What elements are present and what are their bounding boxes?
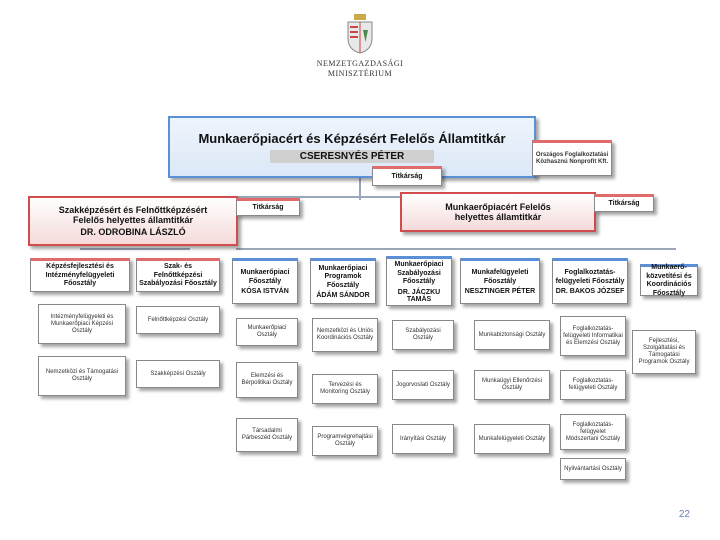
unit-label: Nemzetközi és Uniós Koordinációs Osztály [316,328,374,341]
logo-line-1: NEMZETGAZDASÁGI [316,59,404,68]
unit-box: Szakképzési Osztály [136,360,220,388]
right-secretariat-box: Titkárság [594,194,654,212]
logo-line-2: MINISZTÉRIUM [327,69,393,78]
unit-box: Szabályozási Osztály [392,320,454,350]
dept-employment-inspection: Foglalkoztatás-felügyeleti Főosztály DR.… [552,258,628,304]
dept-head-name: ÁDÁM SÁNDOR [316,292,370,300]
left-secretariat-box: Titkárság [236,198,300,216]
dept-labour-programs: Munkaerőpiaci Programok Főosztály ÁDÁM S… [310,258,376,304]
right-deputy-title-1: Munkaerőpiacért Felelős [445,202,551,212]
connector [130,196,500,198]
unit-label: Programvégrehajtási Osztály [317,434,373,447]
dept-labour-regulation: Munkaerőpiaci Szabályozási Főosztály DR.… [386,256,452,306]
unit-box: Társadalmi Párbeszéd Osztály [236,418,298,452]
unit-label: Foglalkoztatás-felügyeleti Osztály [568,378,618,391]
national-employment-org-box: Országos Foglalkoztatási Közhasznú Nonpr… [532,140,612,176]
unit-label: Intézményfelügyeleti és Munkaerőpiaci Ké… [50,313,114,334]
unit-label: Foglalkoztatás-felügyeleti Informatikai … [563,325,623,346]
connector [80,248,190,250]
page-number: 22 [678,509,690,520]
unit-box: Tervezési és Monitoring Osztály [312,374,378,404]
state-secretary-name: CSERESNYÉS PÉTER [269,150,435,163]
dept-head-name: DR. JÁCZKU TAMÁS [397,288,441,303]
connector [236,248,676,250]
left-deputy-name: DR. ODROBINA LÁSZLÓ [80,227,186,237]
unit-label: Felnőttképzési Osztály [147,316,209,323]
unit-box: Nemzetközi és Uniós Koordinációs Osztály [312,318,378,352]
coat-of-arms-icon [347,14,373,54]
unit-label: Elemzési és Bérpolitikai Osztály [241,373,293,386]
unit-label: Foglalkoztatás-felügyelet Módszertani Os… [565,421,621,442]
national-employment-org-label: Országos Foglalkoztatási Közhasznú Nonpr… [535,152,609,165]
dept-label: Képzésfejlesztési és Intézményfelügyelet… [45,263,115,288]
unit-box: Munkaerőpiaci Osztály [236,318,298,346]
unit-box: Foglalkoztatás-felügyelet Módszertani Os… [560,414,626,450]
dept-head-name: NESZTINGER PÉTER [464,288,536,295]
right-deputy-title-2: helyettes államtitkár [454,212,542,222]
connector [359,178,361,200]
ministry-logo: NEMZETGAZDASÁGI MINISZTÉRIUM [300,14,420,94]
unit-box: Felnőttképzési Osztály [136,306,220,334]
dept-head-name: KÓSA ISTVÁN [241,288,289,295]
state-secretary-box: Munkaerőpiacért és Képzésért Felelős Áll… [168,116,536,178]
unit-label: Nyilvántartási Osztály [564,465,622,472]
unit-box: Jogorvoslati Osztály [392,370,454,400]
dept-label: Foglalkoztatás-felügyeleti Főosztály [555,269,625,285]
unit-label: Jogorvoslati Osztály [396,381,450,388]
state-secretary-title: Munkaerőpiacért és Képzésért Felelős Áll… [198,131,506,146]
unit-box: Programvégrehajtási Osztály [312,426,378,456]
unit-label: Fejlesztési, Szolgáltatási és Támogatási… [638,338,690,365]
unit-box: Munkaügyi Ellenőrzési Osztály [474,370,550,400]
dept-head-name: DR. BAKOS JÓZSEF [555,288,625,295]
unit-label: Munkaerőpiaci Osztály [247,325,287,338]
dept-label: Munkaerőpiaci Szabályozási Főosztály [394,261,444,286]
unit-box: Munkabiztonsági Osztály [474,320,550,350]
unit-box: Fejlesztési, Szolgáltatási és Támogatási… [632,330,696,374]
unit-box: Irányítási Osztály [392,424,454,454]
unit-box: Intézményfelügyeleti és Munkaerőpiaci Ké… [38,304,126,344]
right-secretariat-label: Titkárság [608,200,640,207]
top-secretariat-label: Titkárság [391,173,423,180]
unit-label: Szabályozási Osztály [405,328,441,341]
left-deputy-title-2: Felelős helyettes államtitkár [72,215,194,225]
dept-labour-inspection: Munkafelügyeleti Főosztály NESZTINGER PÉ… [460,258,540,304]
unit-label: Munkabiztonsági Osztály [478,331,546,338]
unit-label: Irányítási Osztály [399,435,446,442]
unit-box: Foglalkoztatás-felügyeleti Osztály [560,370,626,400]
unit-label: Társadalmi Párbeszéd Osztály [241,428,293,441]
unit-box: Foglalkoztatás-felügyeleti Informatikai … [560,316,626,356]
dept-training-development: Képzésfejlesztési és Intézményfelügyelet… [30,258,130,292]
unit-label: Munkaügyi Ellenőrzési Osztály [481,378,543,391]
right-deputy-box: Munkaerőpiacért Felelős helyettes államt… [400,192,596,232]
unit-box: Munkafelügyeleti Osztály [474,424,550,454]
dept-mediation-coordination: Munkaerő-közvetítési és Koordinációs Főo… [640,264,698,297]
dept-label: Munkafelügyeleti Főosztály [471,269,529,285]
unit-label: Szakképzési Osztály [150,370,206,377]
dept-label: Munkaerő-közvetítési és Koordinációs Főo… [646,264,692,297]
unit-label: Nemzetközi és Támogatási Osztály [45,369,119,382]
left-secretariat-label: Titkárság [252,204,284,211]
unit-label: Tervezési és Monitoring Osztály [320,382,370,395]
top-secretariat-box: Titkárság [372,166,442,186]
left-deputy-title-1: Szakképzésért és Felnőttképzésért [58,205,208,215]
dept-label: Munkaerőpiaci Főosztály [240,269,290,285]
dept-labour-market: Munkaerőpiaci Főosztály KÓSA ISTVÁN [232,258,298,304]
dept-vocational-regulation: Szak- és Felnőttképzési Szabályozási Főo… [136,258,220,292]
unit-box: Nemzetközi és Támogatási Osztály [38,356,126,396]
unit-box: Nyilvántartási Osztály [560,458,626,480]
left-deputy-box: Szakképzésért és Felnőttképzésért Felelő… [28,196,238,246]
dept-label: Munkaerőpiaci Programok Főosztály [318,264,368,289]
dept-label: Szak- és Felnőttképzési Szabályozási Főo… [139,263,217,288]
unit-label: Munkafelügyeleti Osztály [478,435,546,442]
unit-box: Elemzési és Bérpolitikai Osztály [236,362,298,398]
